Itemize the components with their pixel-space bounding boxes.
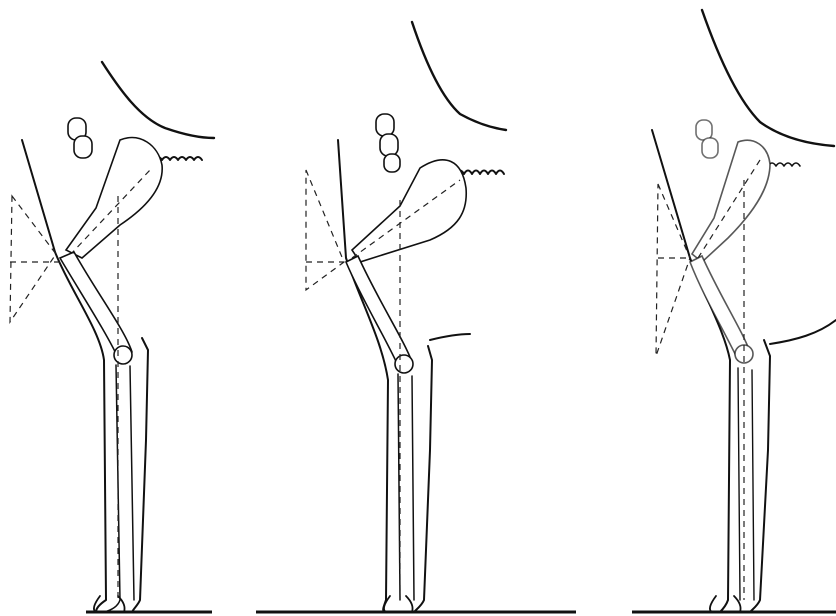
belly-edge-2 <box>430 334 470 340</box>
cartilage-knobs-3 <box>696 120 718 158</box>
front-contour-2 <box>338 140 388 612</box>
body-outline-3 <box>702 10 834 146</box>
panel-3 <box>632 10 836 612</box>
cannon-1 <box>104 365 134 612</box>
radius-3 <box>690 256 750 360</box>
carpal-1 <box>114 346 132 364</box>
panel-2 <box>256 22 576 612</box>
cannon-3 <box>738 368 754 600</box>
hoof-2 <box>384 596 413 612</box>
rear-contour-2 <box>414 346 432 612</box>
humerus-2 <box>352 160 466 262</box>
panel-1 <box>10 62 214 612</box>
body-outline-2 <box>412 22 506 130</box>
carpal-2 <box>395 355 413 373</box>
cartilage-knobs-1 <box>68 118 92 158</box>
cartilage-knobs-2 <box>376 114 400 172</box>
humerus-3 <box>692 140 770 262</box>
angle-triangle-2 <box>306 170 344 290</box>
body-outline-1 <box>102 62 214 138</box>
radius-2 <box>346 256 412 370</box>
sternum-wave-3 <box>768 163 800 166</box>
rear-contour-1 <box>132 338 148 612</box>
angle-triangle-3 <box>656 184 690 356</box>
sternum-wave-2 <box>456 171 504 175</box>
angle-triangle-1 <box>10 196 62 322</box>
belly-edge-3 <box>770 320 836 344</box>
